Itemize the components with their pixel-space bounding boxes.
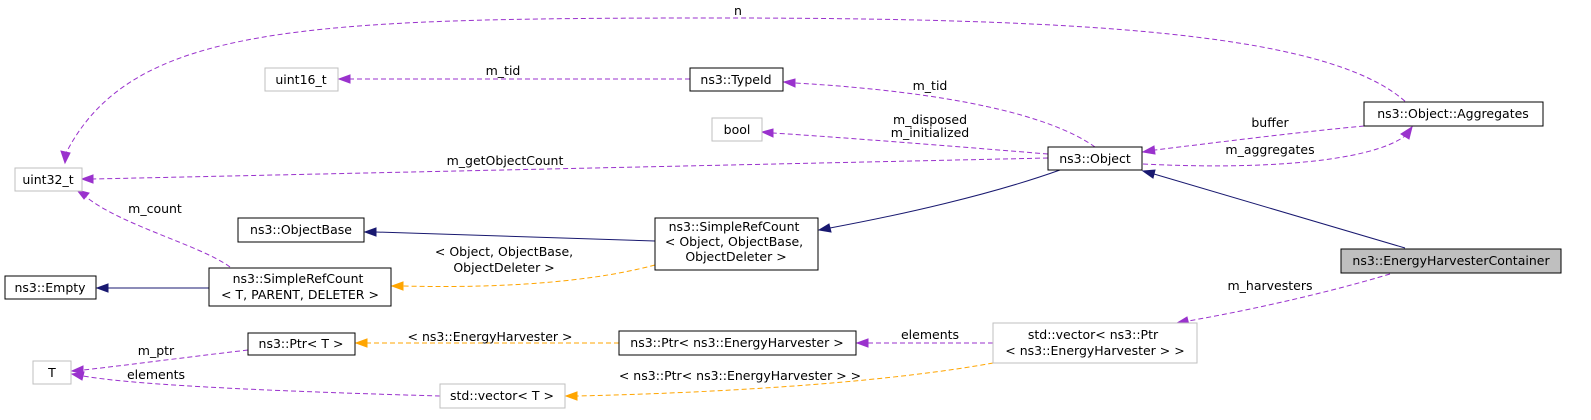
node-ptr-energyharvester[interactable]: ns3::Ptr< ns3::EnergyHarvester > [618, 330, 857, 356]
edge-m-harvesters: m_harvesters [1175, 273, 1391, 326]
node-object-aggregates[interactable]: ns3::Object::Aggregates [1363, 101, 1544, 127]
edge-label-elements-1: elements [901, 327, 959, 342]
edge-label-tpl-eh: < ns3::EnergyHarvester > [408, 329, 573, 344]
edge-label-m-tid-1: m_tid [486, 63, 521, 78]
node-ptr-t[interactable]: ns3::Ptr< T > [247, 332, 356, 356]
edge-elements-ptr: elements [855, 327, 993, 348]
edge-label-m-tid-2: m_tid [913, 78, 948, 93]
edge-inherit-objectbase [363, 227, 656, 242]
node-bool[interactable]: bool [711, 117, 763, 142]
node-vector-t[interactable]: std::vector< T > [439, 383, 566, 409]
svg-text:uint32_t: uint32_t [22, 172, 73, 187]
svg-text:ns3::Object::Aggregates: ns3::Object::Aggregates [1377, 106, 1529, 121]
svg-text:std::vector< ns3::Ptr <: std::vector< ns3::Ptr < ns3::EnergyHarve… [1005, 327, 1184, 358]
edge-label-m-getobjectcount: m_getObjectCount [447, 153, 564, 168]
svg-text:ns3::ObjectBase: ns3::ObjectBase [250, 222, 352, 237]
edge-inherit-object [817, 169, 1061, 233]
edge-label-n: n [734, 3, 742, 18]
svg-text:ns3::Object: ns3::Object [1059, 151, 1131, 166]
svg-text:uint16_t: uint16_t [275, 72, 326, 87]
svg-text:ns3::EnergyHarvesterContainer: ns3::EnergyHarvesterContainer [1352, 253, 1550, 268]
node-object[interactable]: ns3::Object [1047, 146, 1143, 171]
edge-label-m-count: m_count [128, 201, 182, 216]
edge-template-ptr: < ns3::EnergyHarvester > [354, 329, 619, 348]
edge-elements-t: elements [70, 367, 441, 397]
edge-label-m-ptr: m_ptr [138, 343, 175, 358]
edge-template-vector: < ns3::Ptr< ns3::EnergyHarvester > > [564, 362, 994, 401]
edge-buffer: buffer [1141, 115, 1365, 155]
edge-label-tpl-object: < Object, ObjectBase,ObjectDeleter > [435, 244, 573, 275]
node-objectbase[interactable]: ns3::ObjectBase [237, 217, 365, 243]
svg-text:std::vector< T >: std::vector< T > [450, 388, 554, 403]
edge-inherit-ehc [1141, 169, 1406, 249]
node-uint16-t[interactable]: uint16_t [264, 67, 339, 92]
node-energyharvestercontainer[interactable]: ns3::EnergyHarvesterContainer [1340, 248, 1562, 274]
node-typeid[interactable]: ns3::TypeId [689, 67, 784, 92]
svg-text:ns3::SimpleRefCount < T,: ns3::SimpleRefCount < T, PARENT, DELETER… [221, 271, 379, 302]
edge-label-m-aggregates: m_aggregates [1225, 142, 1314, 157]
node-t[interactable]: T [32, 360, 72, 385]
svg-text:ns3::Ptr< ns3::EnergyHarvester: ns3::Ptr< ns3::EnergyHarvester > [630, 335, 843, 350]
node-simplerefcount-object[interactable]: ns3::SimpleRefCount < Object, ObjectBase… [654, 217, 819, 271]
node-uint32-t[interactable]: uint32_t [14, 167, 83, 192]
node-empty[interactable]: ns3::Empty [4, 275, 97, 300]
edge-m-ptr: m_ptr [70, 343, 249, 375]
svg-text:T: T [47, 365, 56, 380]
edge-n: n [60, 3, 1426, 165]
svg-text:ns3::SimpleRefCount < Ob: ns3::SimpleRefCount < Object, ObjectBase… [665, 219, 807, 264]
svg-text:bool: bool [724, 122, 751, 137]
edge-label-m-harvesters: m_harvesters [1228, 278, 1313, 293]
edge-label-tpl-ptr-eh: < ns3::Ptr< ns3::EnergyHarvester > > [619, 368, 861, 383]
node-simplerefcount-t[interactable]: ns3::SimpleRefCount < T, PARENT, DELETER… [208, 267, 392, 307]
edge-label-elements-2: elements [127, 367, 185, 382]
node-vector-ptr-energyharvester[interactable]: std::vector< ns3::Ptr < ns3::EnergyHarve… [992, 322, 1198, 364]
svg-text:ns3::TypeId: ns3::TypeId [700, 72, 771, 87]
svg-text:ns3::Ptr< T >: ns3::Ptr< T > [259, 336, 344, 351]
edge-m-aggregates: m_aggregates [1142, 125, 1413, 167]
edge-template-simplerefcount: < Object, ObjectBase,ObjectDeleter > [390, 244, 656, 291]
edge-m-tid-uint16: m_tid [337, 63, 690, 84]
edge-m-tid-typeid: m_tid [782, 78, 1096, 148]
svg-text:ns3::Empty: ns3::Empty [14, 280, 86, 295]
edge-m-count: m_count [75, 189, 231, 268]
edge-m-getobjectcount: m_getObjectCount [80, 153, 1049, 184]
edge-label-buffer: buffer [1251, 115, 1289, 130]
edge-inherit-empty [95, 283, 209, 293]
